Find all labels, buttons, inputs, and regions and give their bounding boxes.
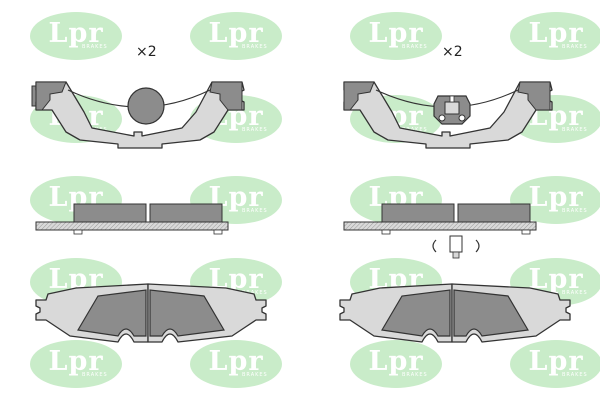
quantity-label-right: ×2: [442, 44, 463, 60]
pad-side-profile-right: [343, 203, 537, 235]
pad-backplate-left: [31, 81, 245, 149]
quantity-label-left: ×2: [136, 44, 157, 60]
pad-side-profile-left: [35, 203, 229, 235]
clip-spring: [433, 95, 471, 125]
clip-spring-profile: [432, 235, 480, 259]
sensor-circle: [127, 87, 165, 125]
pad-friction-face-right: [339, 283, 571, 343]
pad-friction-face-left: [35, 283, 267, 343]
